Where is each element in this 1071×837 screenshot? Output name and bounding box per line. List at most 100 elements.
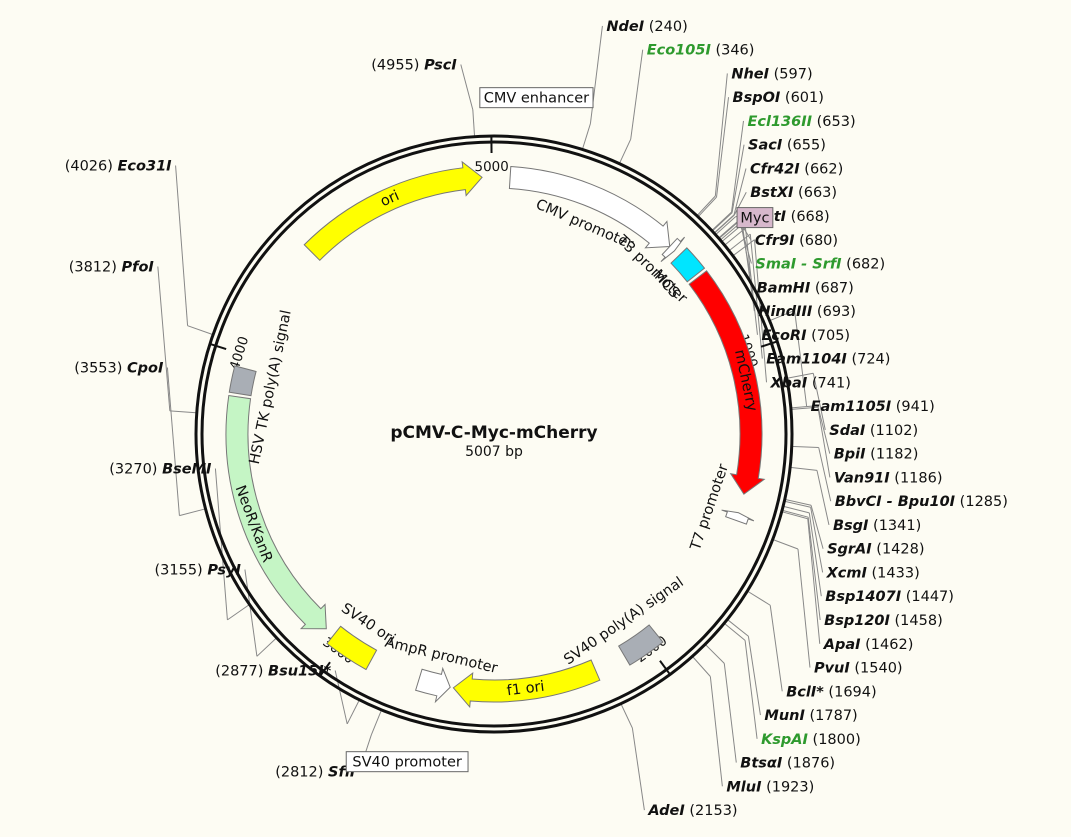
site-eam1104i[interactable]: Eam1104I (724) bbox=[766, 352, 890, 368]
leader-tail-sgrai bbox=[810, 505, 824, 549]
site-sdai[interactable]: SdaI (1102) bbox=[829, 423, 918, 439]
site-eam1105i[interactable]: Eam1105I (941) bbox=[811, 399, 935, 415]
site-psci[interactable]: (4955) PscI bbox=[371, 58, 457, 74]
leader-tail-cfr42i bbox=[733, 168, 747, 215]
site-bsu15i[interactable]: (2877) Bsu15I* bbox=[215, 664, 331, 680]
feature-mcherry bbox=[688, 270, 766, 495]
site-apai[interactable]: ApaI (1462) bbox=[823, 637, 914, 653]
leader-noti bbox=[714, 216, 736, 236]
leader-tail-mlui bbox=[709, 676, 723, 787]
tick-1000 bbox=[760, 340, 778, 348]
leader-xcmi bbox=[783, 500, 811, 508]
leader-bsp1407i bbox=[782, 505, 810, 514]
site-mlui[interactable]: MluI (1923) bbox=[726, 779, 814, 795]
site-hindiii[interactable]: HindIII (693) bbox=[758, 304, 856, 320]
site-xbai[interactable]: XbaI (741) bbox=[770, 375, 851, 391]
site-eco105i[interactable]: Eco105I (346) bbox=[647, 43, 755, 59]
leader-tail-psyi bbox=[244, 569, 258, 657]
leader-tail-eam1104i bbox=[749, 234, 763, 359]
leader-muni bbox=[726, 618, 749, 637]
site-bbvci-bpu10i[interactable]: BbvCI - Bpu10I (1285) bbox=[835, 494, 1008, 510]
feature-sv40-poly-a-signal bbox=[617, 624, 664, 666]
leader-van91i bbox=[789, 406, 818, 411]
feature-t7-promoter bbox=[721, 509, 755, 525]
site-xcmi[interactable]: XcmI (1433) bbox=[826, 565, 920, 581]
site-bcli[interactable]: BclI* (1694) bbox=[786, 684, 876, 700]
leader-pfoi bbox=[169, 410, 198, 414]
site-cpoi[interactable]: (3553) CpoI bbox=[74, 361, 164, 377]
feature-label-f1-ori: f1 ori bbox=[506, 679, 545, 700]
box-label-sv40-promoter: SV40 promoter bbox=[352, 755, 462, 771]
leader-tail-kspai bbox=[744, 640, 758, 739]
site-bsemi[interactable]: (3270) BseMI bbox=[109, 462, 212, 478]
leader-tail-bsgi bbox=[816, 470, 830, 526]
leader-tail-eco105i bbox=[630, 49, 644, 140]
box-cmv-enhancer bbox=[479, 87, 594, 109]
site-kspai[interactable]: KspAI (1800) bbox=[761, 732, 861, 748]
site-sfii[interactable]: (2812) SfiI bbox=[275, 765, 356, 781]
leader-pvui bbox=[771, 538, 799, 550]
site-bspoi[interactable]: BspOI (601) bbox=[733, 90, 824, 106]
plasmid-name: pCMV-C-Myc-mCherry bbox=[390, 423, 597, 443]
leader-tail-xbai bbox=[754, 239, 767, 383]
leader-eco31i bbox=[187, 325, 215, 336]
leader-apai bbox=[780, 510, 808, 520]
site-cfr9i[interactable]: Cfr9I (680) bbox=[755, 233, 838, 249]
leader-psci bbox=[472, 109, 476, 138]
leader-smai-srfi bbox=[717, 220, 740, 240]
site-bpii[interactable]: BpiI (1182) bbox=[834, 447, 919, 463]
site-muni[interactable]: MunI (1787) bbox=[764, 708, 857, 724]
site-saci[interactable]: SacI (655) bbox=[748, 138, 826, 154]
leader-psyi bbox=[256, 636, 278, 657]
leader-ndei bbox=[581, 123, 591, 151]
site-bstxi[interactable]: BstXI (663) bbox=[750, 185, 837, 201]
site-ecori[interactable]: EcoRI (705) bbox=[761, 328, 850, 344]
leader-bsu15i bbox=[346, 698, 361, 725]
feature-label-ampr-promoter: AmpR promoter bbox=[383, 635, 499, 677]
site-pvui[interactable]: PvuI (1540) bbox=[814, 661, 903, 677]
site-labels[interactable]: NdeI (240) Eco105I (346) NheI (597) BspOI (… bbox=[65, 19, 1008, 819]
leader-xbai bbox=[731, 239, 755, 257]
leader-ecl136ii bbox=[710, 211, 732, 232]
site-nhei[interactable]: NheI (597) bbox=[731, 66, 812, 82]
tick-3000 bbox=[319, 661, 331, 677]
leader-bspoi bbox=[696, 196, 717, 218]
leader-eam1104i bbox=[727, 233, 751, 252]
feature-label-t7-promoter: T7 promoter bbox=[688, 462, 732, 553]
leader-bsemi bbox=[227, 603, 251, 621]
site-ndei[interactable]: NdeI (240) bbox=[606, 19, 687, 35]
leader-tail-psci bbox=[460, 64, 474, 110]
site-bsp1407i[interactable]: Bsp1407I (1447) bbox=[825, 589, 954, 605]
feature-label-hsv-tk-poly-a-signal: HSV TK poly(A) signal bbox=[247, 309, 295, 466]
site-smai-srfi[interactable]: SmaI - SrfI (682) bbox=[755, 257, 885, 273]
leader-tail-bsp1407i bbox=[808, 512, 822, 597]
feature-t3-promoter bbox=[660, 236, 685, 262]
leader-tail-bts-i bbox=[723, 663, 737, 763]
leader-bsgi bbox=[789, 466, 818, 471]
site-psyi[interactable]: (3155) PsyI bbox=[154, 563, 241, 579]
leader-adei bbox=[620, 702, 633, 729]
leader-nhei bbox=[695, 195, 716, 217]
leader-cfr9i bbox=[717, 219, 740, 240]
site-sgrai[interactable]: SgrAI (1428) bbox=[827, 542, 924, 558]
leader-bcli bbox=[746, 590, 771, 606]
leader-sdai bbox=[785, 372, 814, 380]
site-bts-i[interactable]: BtsαI (1876) bbox=[740, 756, 835, 772]
site-eco31i[interactable]: (4026) Eco31I bbox=[65, 159, 172, 175]
site-cfr42i[interactable]: Cfr42I (662) bbox=[750, 161, 843, 177]
site-bsgi[interactable]: BsgI (1341) bbox=[833, 518, 921, 534]
site-pfoi[interactable]: (3812) PfoI bbox=[69, 260, 155, 276]
site-adei[interactable]: AdeI (2153) bbox=[647, 803, 737, 819]
leader-bts-i bbox=[704, 643, 725, 664]
leader-bpii bbox=[789, 405, 818, 409]
site-bamhi[interactable]: BamHI (687) bbox=[757, 280, 854, 296]
leader-tail-bsp120i bbox=[807, 517, 821, 621]
leader-tail-bpii bbox=[817, 405, 831, 454]
site-ecl136ii[interactable]: Ecl136II (653) bbox=[747, 114, 855, 130]
site-bsp120i[interactable]: Bsp120I (1458) bbox=[824, 613, 943, 629]
site-van91i[interactable]: Van91I (1186) bbox=[834, 470, 943, 486]
plasmid-backbone bbox=[194, 134, 794, 734]
leader-tail-adei bbox=[631, 727, 645, 811]
leader-tail-ndei bbox=[589, 25, 603, 124]
